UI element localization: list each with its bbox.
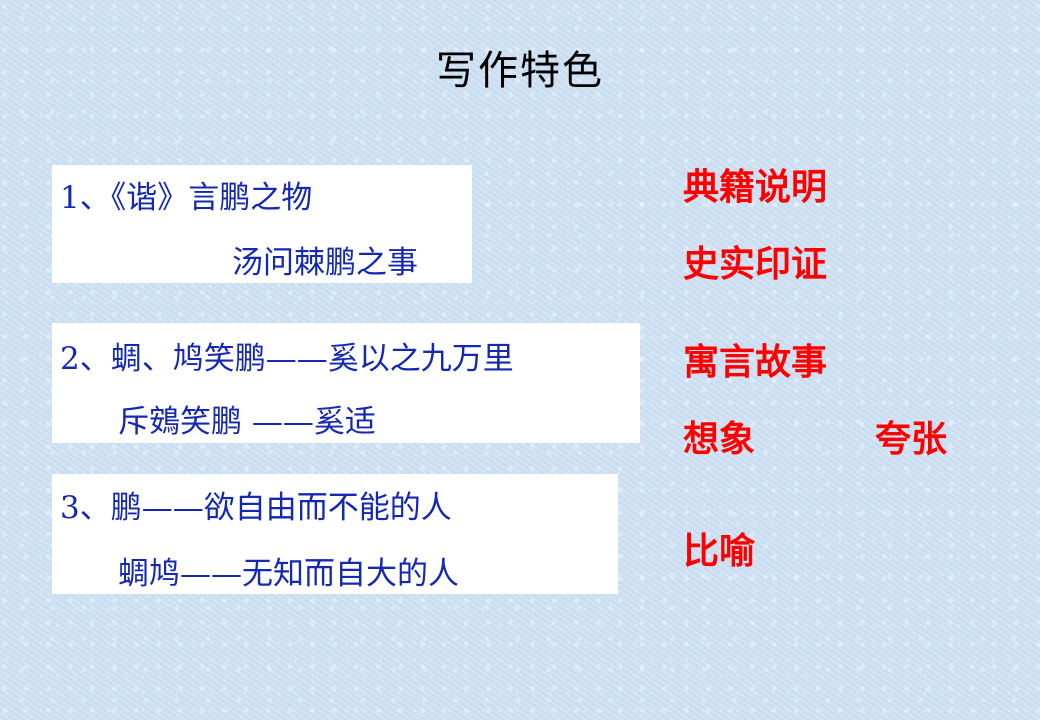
- note-xiangxiang: 想象: [683, 419, 756, 460]
- box2-line-1: 2、蜩、鸠笑鹏——奚以之九万里: [60, 341, 514, 377]
- box3-line-2: 蜩鸠——无知而自大的人: [118, 556, 459, 592]
- feature-box-1: [52, 165, 472, 283]
- note-shishi: 史实印证: [683, 244, 828, 285]
- note-yuyan: 寓言故事: [683, 342, 828, 383]
- box1-line-2: 汤问棘鹏之事: [232, 245, 418, 281]
- note-kuazhang: 夸张: [875, 419, 948, 460]
- note-dianji: 典籍说明: [683, 167, 828, 208]
- box3-line-1: 3、鹏——欲自由而不能的人: [60, 490, 452, 526]
- feature-box-2: [52, 323, 640, 443]
- box1-line-1: 1、《谐》言鹏之物: [60, 180, 313, 216]
- box2-line-2: 斥鴳笑鹏 ——奚适: [118, 404, 376, 440]
- note-biyu: 比喻: [683, 531, 756, 572]
- feature-box-3: [52, 474, 618, 594]
- slide-title: 写作特色: [436, 48, 604, 94]
